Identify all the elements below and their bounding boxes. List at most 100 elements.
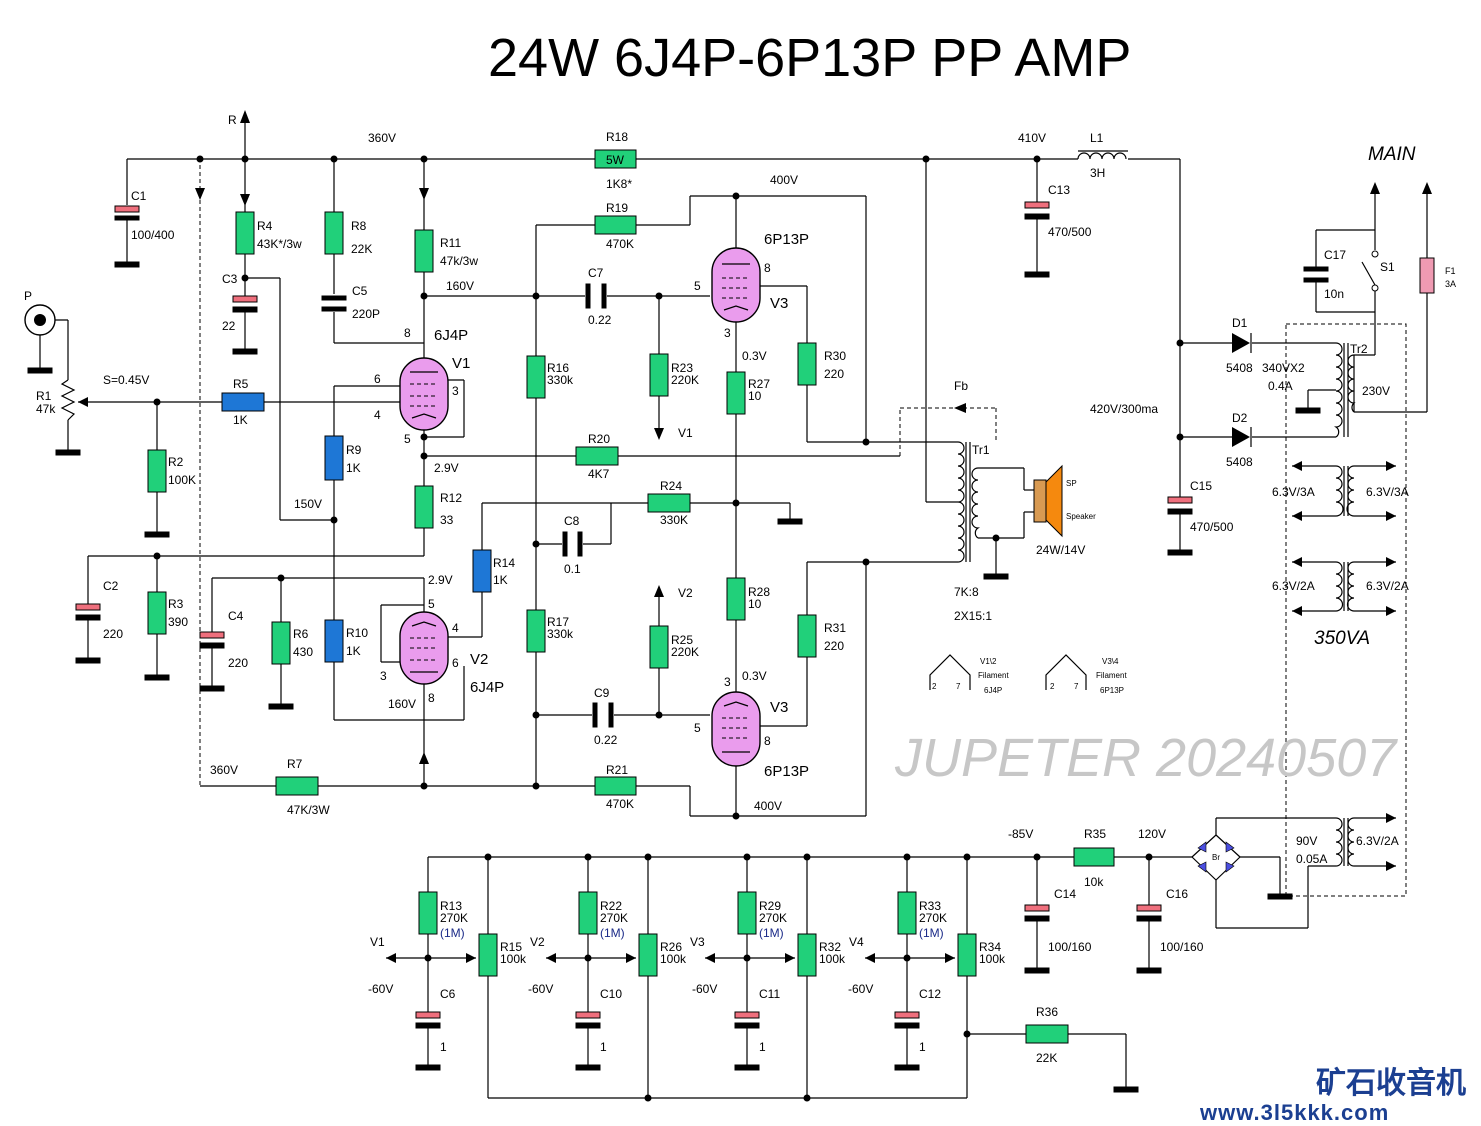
svg-text:5: 5 bbox=[404, 432, 411, 446]
svg-text:6: 6 bbox=[374, 372, 381, 386]
svg-text:R3: R3 bbox=[168, 597, 184, 611]
svg-text:F1: F1 bbox=[1445, 266, 1456, 276]
svg-text:3: 3 bbox=[452, 384, 459, 398]
svg-text:R7: R7 bbox=[287, 757, 303, 771]
svg-text:100k: 100k bbox=[500, 952, 527, 966]
svg-text:8: 8 bbox=[764, 261, 771, 275]
svg-text:47K/3W: 47K/3W bbox=[287, 803, 330, 817]
svg-text:R34: R34 bbox=[979, 940, 1001, 954]
svg-text:100k: 100k bbox=[979, 952, 1006, 966]
svg-text:1: 1 bbox=[440, 1040, 447, 1054]
svg-text:470/500: 470/500 bbox=[1048, 225, 1092, 239]
capacitor-labels: C1 100/400 C2 220 C3 22 C4 220 C5 220P C… bbox=[103, 183, 1346, 1054]
svg-text:160V: 160V bbox=[388, 697, 416, 711]
svg-text:C10: C10 bbox=[600, 987, 622, 1001]
svg-text:R31: R31 bbox=[824, 621, 846, 635]
svg-text:-60V: -60V bbox=[692, 982, 717, 996]
svg-text:330k: 330k bbox=[547, 627, 574, 641]
svg-text:C5: C5 bbox=[352, 284, 368, 298]
svg-text:0.3V: 0.3V bbox=[742, 669, 767, 683]
site-logo: 矿石收音机 bbox=[1316, 1066, 1466, 1100]
l1-choke bbox=[1077, 152, 1127, 160]
svg-text:1K: 1K bbox=[346, 461, 361, 475]
svg-text:C16: C16 bbox=[1166, 887, 1188, 901]
svg-text:P: P bbox=[24, 289, 32, 303]
svg-text:230V: 230V bbox=[1362, 384, 1390, 398]
svg-text:R14: R14 bbox=[493, 556, 515, 570]
svg-text:R23: R23 bbox=[671, 361, 693, 375]
svg-text:R24: R24 bbox=[660, 479, 682, 493]
svg-text:Tr2: Tr2 bbox=[1350, 342, 1368, 356]
svg-text:22K: 22K bbox=[351, 242, 372, 256]
tube-v3-lower bbox=[711, 691, 761, 767]
svg-text:340VX2: 340VX2 bbox=[1262, 361, 1305, 375]
svg-text:160V: 160V bbox=[446, 279, 474, 293]
svg-text:(1M): (1M) bbox=[919, 926, 944, 940]
svg-text:22K: 22K bbox=[1036, 1051, 1057, 1065]
svg-text:C14: C14 bbox=[1054, 887, 1076, 901]
svg-text:6.3V/3A: 6.3V/3A bbox=[1272, 485, 1315, 499]
svg-text:90V: 90V bbox=[1296, 834, 1317, 848]
svg-text:D1: D1 bbox=[1232, 316, 1248, 330]
svg-text:V3: V3 bbox=[690, 935, 705, 949]
svg-text:V3: V3 bbox=[770, 295, 788, 312]
part-labels: L1 3H D1 5408 D2 5408 S1 F1 3A Tr1 Tr2 B… bbox=[972, 131, 1456, 862]
svg-text:MAIN: MAIN bbox=[1368, 144, 1416, 165]
svg-text:33: 33 bbox=[440, 513, 454, 527]
svg-text:L1: L1 bbox=[1090, 131, 1104, 145]
svg-text:V3: V3 bbox=[770, 699, 788, 716]
svg-text:7: 7 bbox=[1074, 682, 1079, 691]
filament-labels: 2 7 V1\2 Filament 6J4P 2 7 V3\4 Filament… bbox=[932, 657, 1127, 695]
svg-text:270K: 270K bbox=[919, 911, 947, 925]
svg-text:47k/3w: 47k/3w bbox=[440, 254, 478, 268]
svg-text:R: R bbox=[228, 113, 237, 127]
svg-text:6.3V/2A: 6.3V/2A bbox=[1356, 834, 1399, 848]
svg-text:7: 7 bbox=[956, 682, 961, 691]
site-url: www.3l5kkk.com bbox=[1199, 1100, 1389, 1125]
svg-text:0.22: 0.22 bbox=[594, 733, 618, 747]
svg-text:Fb: Fb bbox=[954, 379, 968, 393]
svg-text:350VA: 350VA bbox=[1314, 628, 1370, 649]
svg-text:Br: Br bbox=[1212, 853, 1220, 862]
svg-text:R33: R33 bbox=[919, 899, 941, 913]
svg-text:360V: 360V bbox=[368, 131, 396, 145]
svg-text:R5: R5 bbox=[233, 377, 249, 391]
svg-text:100/160: 100/160 bbox=[1160, 940, 1204, 954]
svg-text:R10: R10 bbox=[346, 626, 368, 640]
svg-text:47k: 47k bbox=[36, 402, 56, 416]
svg-text:2: 2 bbox=[1050, 682, 1055, 691]
svg-text:D2: D2 bbox=[1232, 411, 1248, 425]
svg-text:R27: R27 bbox=[748, 377, 770, 391]
svg-text:220K: 220K bbox=[671, 645, 699, 659]
svg-text:0.22: 0.22 bbox=[588, 313, 612, 327]
svg-text:330k: 330k bbox=[547, 373, 574, 387]
svg-text:S=0.45V: S=0.45V bbox=[103, 373, 149, 387]
svg-text:R25: R25 bbox=[671, 633, 693, 647]
svg-text:10: 10 bbox=[748, 389, 762, 403]
arrowheads bbox=[78, 110, 1432, 963]
svg-text:220K: 220K bbox=[671, 373, 699, 387]
speaker bbox=[1033, 464, 1063, 538]
svg-text:6.3V/3A: 6.3V/3A bbox=[1366, 485, 1409, 499]
svg-text:10k: 10k bbox=[1084, 875, 1104, 889]
svg-text:5: 5 bbox=[428, 597, 435, 611]
bridge-rectifier bbox=[1191, 834, 1241, 881]
filament-symbols bbox=[929, 654, 1087, 690]
tube-labels: V1 6J4P 8 6 4 3 5 V2 6J4P 5 4 6 3 8 V3 6… bbox=[374, 231, 809, 780]
svg-text:R1: R1 bbox=[36, 389, 52, 403]
svg-text:3: 3 bbox=[724, 675, 731, 689]
svg-text:C4: C4 bbox=[228, 609, 244, 623]
svg-text:C11: C11 bbox=[759, 987, 780, 1001]
svg-text:6P13P: 6P13P bbox=[764, 763, 809, 780]
svg-text:C1: C1 bbox=[131, 189, 147, 203]
svg-text:1K8*: 1K8* bbox=[606, 177, 632, 191]
svg-text:-60V: -60V bbox=[368, 982, 393, 996]
svg-text:3A: 3A bbox=[1445, 279, 1456, 289]
svg-text:R35: R35 bbox=[1084, 827, 1106, 841]
svg-text:410V: 410V bbox=[1018, 131, 1046, 145]
svg-text:220: 220 bbox=[228, 656, 248, 670]
svg-text:2: 2 bbox=[932, 682, 937, 691]
svg-text:0.4A: 0.4A bbox=[1268, 379, 1293, 393]
svg-text:220P: 220P bbox=[352, 307, 380, 321]
